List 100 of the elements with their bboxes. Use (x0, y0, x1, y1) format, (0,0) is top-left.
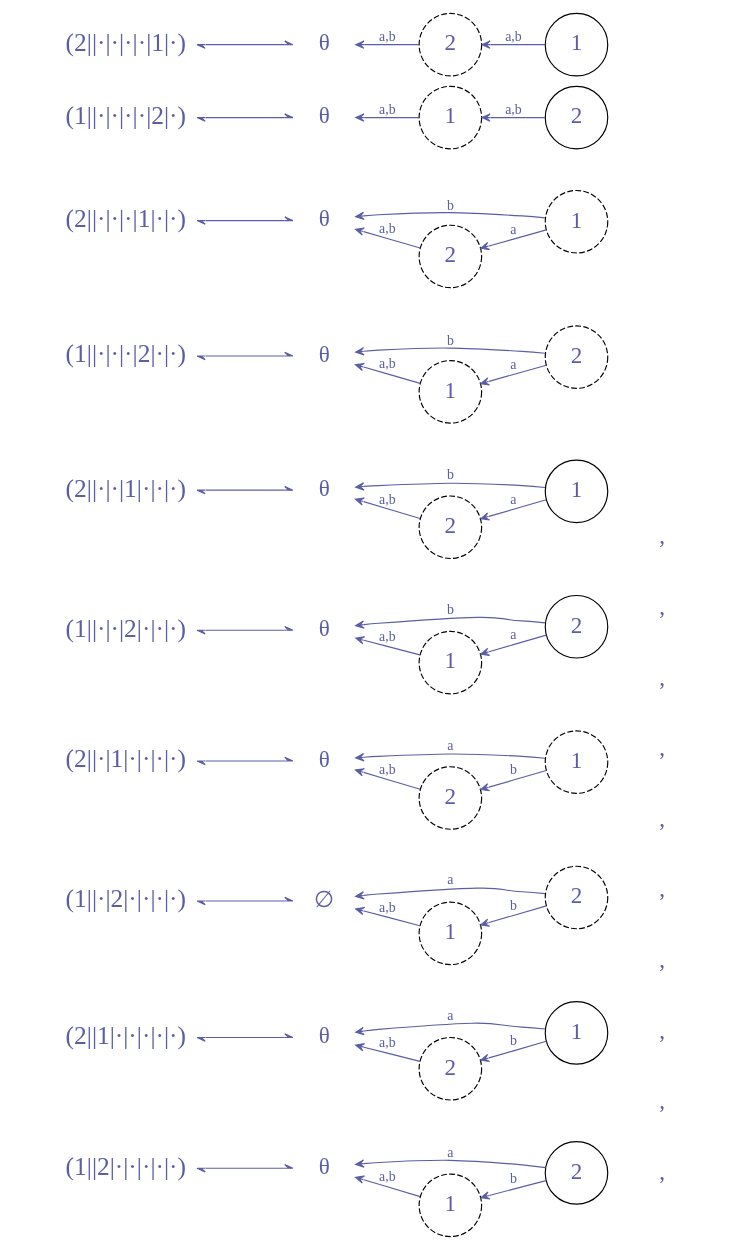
node-text: (2||·|·|·|1|·|·) (65, 204, 186, 234)
arrow (480, 40, 546, 49)
edge-label: a,b (378, 1168, 396, 1184)
edge-label: a,b (378, 900, 396, 916)
arrow (354, 753, 546, 762)
edge-label: b (509, 1033, 517, 1049)
arrow (196, 625, 293, 635)
node-circle: 2 (544, 325, 608, 389)
label: , (658, 734, 665, 761)
node-text: θ (318, 340, 330, 367)
node-circle: 1 (544, 1001, 608, 1065)
edge-label: b (446, 197, 454, 213)
edge-label: a,b (378, 1035, 396, 1051)
node-text: (1||2|·|·|·|·|·) (65, 1151, 186, 1181)
edge-label: a,b (378, 762, 396, 778)
arrow (196, 1033, 293, 1042)
arrow (354, 616, 546, 629)
node-text: θ (318, 474, 330, 501)
node-text: (1||·|·|·|·|2|·) (65, 101, 186, 131)
arrow (479, 229, 547, 251)
node-text: θ (318, 614, 330, 641)
node-text: (2||·|·|·|·|1|·) (65, 28, 186, 58)
arrow (480, 113, 546, 122)
edge-label: a,b (378, 491, 396, 507)
arrow (354, 636, 420, 656)
edge-label: b (509, 897, 517, 913)
label: , (658, 804, 665, 831)
arrow (196, 485, 293, 495)
arrow (354, 768, 421, 790)
edge-label: a,b (378, 629, 396, 645)
arrow (479, 499, 547, 521)
node-circle: 2 (418, 12, 482, 77)
arrow (479, 1040, 547, 1063)
arrow (354, 906, 420, 927)
arrow (354, 1175, 421, 1198)
edge-label: a,b (378, 28, 396, 44)
node-text: θ (318, 1153, 330, 1180)
arrow (196, 40, 293, 49)
node-circle: 1 (418, 1173, 482, 1238)
node-circle: 1 (418, 360, 482, 424)
node-circle: 1 (544, 730, 608, 794)
node-text: (2||·|·|1|·|·|·) (65, 473, 186, 503)
edge-label: a,b (378, 220, 396, 236)
edge-label: a,b (378, 101, 396, 117)
node-text: (1||·|2|·|·|·|·) (65, 884, 186, 914)
arrow (354, 113, 419, 122)
node-text: (2||·|1|·|·|·|·) (65, 744, 186, 774)
label: , (658, 1087, 665, 1114)
arrow (479, 634, 547, 656)
arrow (354, 887, 546, 900)
node-circle: 1 (418, 630, 482, 695)
arrow (480, 1180, 547, 1200)
label: , (658, 875, 665, 902)
node-circle: 2 (418, 224, 482, 289)
node-circle: 1 (418, 901, 482, 966)
arrow (479, 364, 547, 386)
node-circle: 1 (418, 85, 482, 150)
label: , (658, 1157, 665, 1184)
node-text: θ (318, 745, 330, 772)
node-text: (1||·|·|·|2|·|·) (65, 339, 186, 369)
label: , (658, 1016, 665, 1043)
edge-label: a (446, 1007, 453, 1023)
node-text: θ (318, 29, 330, 56)
node-circle: 1 (544, 12, 608, 77)
node-text: θ (318, 205, 330, 232)
arrow (479, 905, 547, 927)
arrow (479, 769, 547, 792)
node-circle: 2 (544, 594, 608, 659)
arrow (196, 1164, 293, 1173)
arrow (354, 482, 546, 491)
edge-label: a,b (378, 356, 396, 372)
node-text: θ (318, 1022, 330, 1049)
node-text: ∅ (313, 885, 334, 912)
arrow (354, 1043, 420, 1062)
node-text: (1||·|·|2|·|·|·) (65, 613, 186, 643)
edge-label: b (446, 333, 454, 349)
arrow (354, 211, 546, 221)
edge-label: a,b (504, 101, 522, 117)
arrow (196, 756, 293, 766)
edge-label: b (509, 1170, 517, 1186)
edge-label: b (509, 762, 517, 778)
node-circle: 1 (544, 189, 608, 254)
arrow (354, 347, 546, 356)
edge-label: b (446, 467, 454, 483)
arrow (354, 497, 421, 520)
arrow (196, 896, 293, 906)
node-text: θ (318, 102, 330, 129)
edge-label: a (509, 627, 517, 642)
arrow (196, 113, 293, 122)
arrow (354, 362, 421, 384)
label: , (658, 593, 665, 620)
node-circle: 2 (418, 766, 482, 830)
node-circle: 2 (544, 85, 608, 150)
edge-label: a (509, 222, 517, 237)
edge-label: a (446, 872, 453, 888)
arrow (354, 1022, 546, 1036)
node-circle: 2 (418, 495, 482, 560)
edge-label: a (446, 1145, 453, 1161)
edge-label: a (509, 491, 517, 507)
label: , (658, 522, 665, 549)
